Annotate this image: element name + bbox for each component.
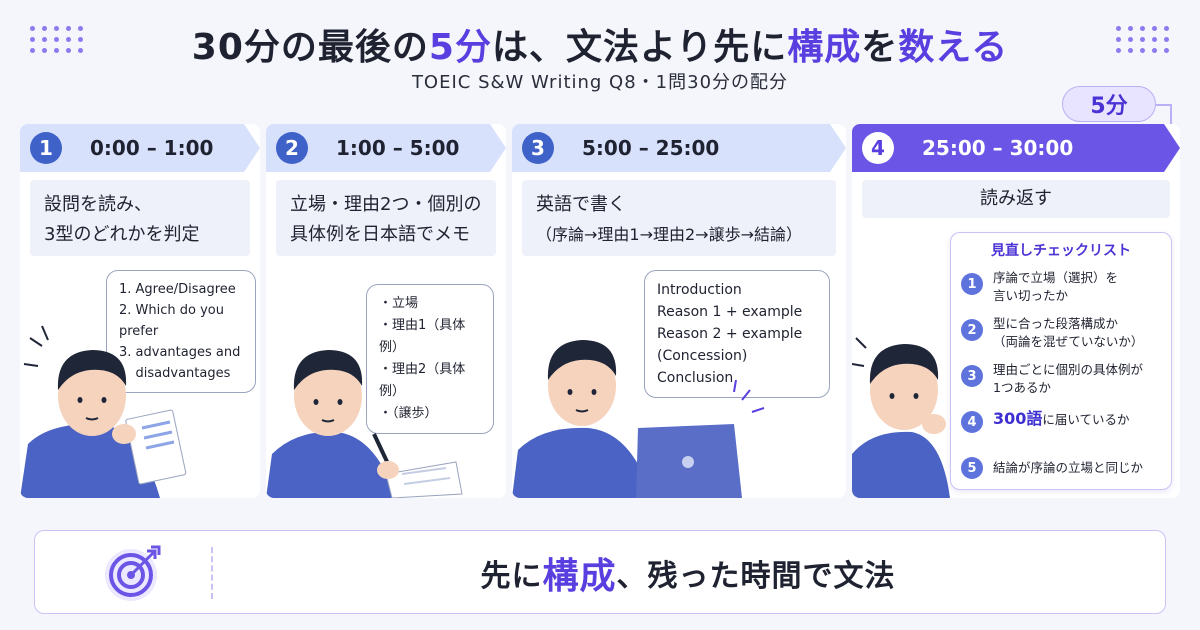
checklist-number: 1 [961, 273, 983, 295]
phase-task-1: 設問を読み、 3型のどれかを判定 [30, 180, 250, 256]
target-icon [105, 545, 161, 601]
bubble-line: ・理由1（具体例） [379, 318, 466, 355]
bubble-line: disadvantages [119, 366, 231, 381]
phase-panel-3: 3 5:00 – 25:00 英語で書く （序論→理由1→理由2→譲歩→結論） … [512, 124, 846, 498]
checklist-text: 結論が序論の立場と同じか [993, 459, 1143, 477]
checklist-number: 5 [961, 457, 983, 479]
phase-panel-2: 2 1:00 – 5:00 立場・理由2つ・個別の 具体例を日本語でメモ ・立場… [266, 124, 506, 498]
phase-panel-1: 1 0:00 – 1:00 設問を読み、 3型のどれかを判定 1. Agree/… [20, 124, 260, 498]
page-subtitle: TOEIC S&W Writing Q8・1問30分の配分 [411, 72, 789, 93]
person-reading-illustration [20, 325, 187, 498]
bubble-line: 1. Agree/Disagree [119, 282, 236, 297]
task-line: 3型のどれかを判定 [44, 224, 200, 245]
speech-bubble-essay-outline: Introduction Reason 1 + example Reason 2… [644, 270, 830, 398]
phase-time-4: 25:00 – 30:00 [922, 136, 1074, 160]
phase-time-3: 5:00 – 25:00 [582, 136, 720, 160]
bubble-line: Introduction [657, 282, 742, 298]
task-line: （序論→理由1→理由2→譲歩→結論） [536, 225, 802, 244]
five-minute-callout: 5分 [1062, 86, 1156, 122]
title-part1: 30分の最後の [191, 27, 429, 68]
task-line: 読み返す [980, 188, 1052, 209]
phase-header-4: 4 25:00 – 30:00 [852, 124, 1180, 172]
bubble-line: Reason 1 + example [657, 304, 803, 320]
checklist-line: 結論が序論の立場と同じか [993, 460, 1144, 475]
checklist-text: 序論で立場（選択）を 言い切ったか [993, 269, 1118, 305]
checklist-text: 型に合った段落構成か （両論を混ぜていないか） [993, 315, 1143, 351]
footer-divider [211, 547, 213, 599]
checklist-item: 2 型に合った段落構成か （両論を混ぜていないか） [951, 310, 1171, 356]
phase-number-1: 1 [30, 132, 62, 164]
checklist-item: 3 理由ごとに個別の具体例が 1つあるか [951, 356, 1171, 402]
task-line: 立場・理由2つ・個別の [290, 194, 482, 215]
phase-task-4: 読み返す [862, 180, 1170, 218]
task-line: 設問を読み、 [44, 194, 152, 215]
review-checklist: 見直しチェックリスト 1 序論で立場（選択）を 言い切ったか 2 型に合った段落… [950, 232, 1172, 490]
bubble-line: ・（譲歩） [379, 406, 438, 421]
person-writing-illustration [266, 350, 463, 498]
phase-time-2: 1:00 – 5:00 [336, 136, 460, 160]
title-accent-count: 数える [898, 27, 1009, 68]
checklist-line: 言い切ったか [993, 288, 1069, 303]
checklist-item: 4 300語に届いているか [951, 402, 1171, 448]
footer-banner: 先に構成、残った時間で文法 [34, 530, 1166, 614]
checklist-line: 理由ごとに個別の具体例が [993, 362, 1144, 377]
phase-header-1: 1 0:00 – 1:00 [20, 124, 260, 172]
checklist-number: 4 [961, 411, 983, 433]
bubble-line: 2. Which do you prefer [119, 303, 224, 339]
phase-task-3: 英語で書く （序論→理由1→理由2→譲歩→結論） [522, 180, 836, 256]
dot-grid-right [1116, 26, 1170, 53]
phase-number-2: 2 [276, 132, 308, 164]
checklist-line: 1つあるか [993, 380, 1051, 395]
checklist-text: 300語に届いているか [993, 410, 1130, 429]
bubble-line: Conclusion [657, 370, 734, 386]
person-reviewing-illustration [852, 337, 950, 498]
dot-grid-left [30, 26, 84, 53]
footer-part1: 先に [480, 559, 543, 594]
phase-header-3: 3 5:00 – 25:00 [512, 124, 846, 172]
title-accent-structure: 構成 [787, 27, 862, 68]
footer-part2: 、残った時間で文法 [616, 559, 896, 594]
footer-message: 先に構成、残った時間で文法 [211, 531, 1165, 615]
title-accent-5min: 5分 [428, 27, 492, 68]
title-part3: を [861, 27, 899, 68]
checklist-line: 型に合った段落構成か [993, 316, 1119, 331]
phase-number-3: 3 [522, 132, 554, 164]
task-line: 英語で書く [536, 194, 626, 215]
person-laptop-illustration [512, 340, 765, 498]
bubble-line: (Concession) [657, 348, 748, 364]
checklist-item: 5 結論が序論の立場と同じか [951, 448, 1171, 494]
page-title: 30分の最後の5分は、文法より先に構成を数える [0, 18, 1200, 70]
bubble-line: ・理由2（具体例） [379, 362, 466, 399]
title-part2: は、文法より先に [491, 27, 788, 68]
phase-task-2: 立場・理由2つ・個別の 具体例を日本語でメモ [276, 180, 496, 256]
phase-header-2: 2 1:00 – 5:00 [266, 124, 506, 172]
checklist-number: 3 [961, 365, 983, 387]
task-line: 具体例を日本語でメモ [290, 224, 470, 245]
checklist-word-count: 300語 [993, 409, 1043, 428]
checklist-item: 1 序論で立場（選択）を 言い切ったか [951, 264, 1171, 310]
phase-number-4: 4 [862, 132, 894, 164]
bubble-line: ・立場 [379, 296, 419, 311]
checklist-title: 見直しチェックリスト [991, 243, 1131, 259]
checklist-text: 理由ごとに個別の具体例が 1つあるか [993, 361, 1143, 397]
callout-connector [1156, 104, 1172, 106]
checklist-number: 2 [961, 319, 983, 341]
footer-accent: 構成 [542, 556, 617, 597]
phase-time-1: 0:00 – 1:00 [90, 136, 214, 160]
checklist-line: （両論を混ぜていないか） [993, 334, 1144, 349]
speech-bubble-memo: ・立場 ・理由1（具体例） ・理由2（具体例） ・（譲歩） [366, 284, 494, 434]
bubble-line: 3. advantages and [119, 345, 241, 360]
callout-connector-vertical [1170, 104, 1172, 126]
checklist-line: 序論で立場（選択）を [993, 270, 1119, 285]
bubble-line: Reason 2 + example [657, 326, 803, 342]
checklist-line: に届いているか [1042, 412, 1130, 427]
speech-bubble-question-types: 1. Agree/Disagree 2. Which do you prefer… [106, 270, 256, 393]
